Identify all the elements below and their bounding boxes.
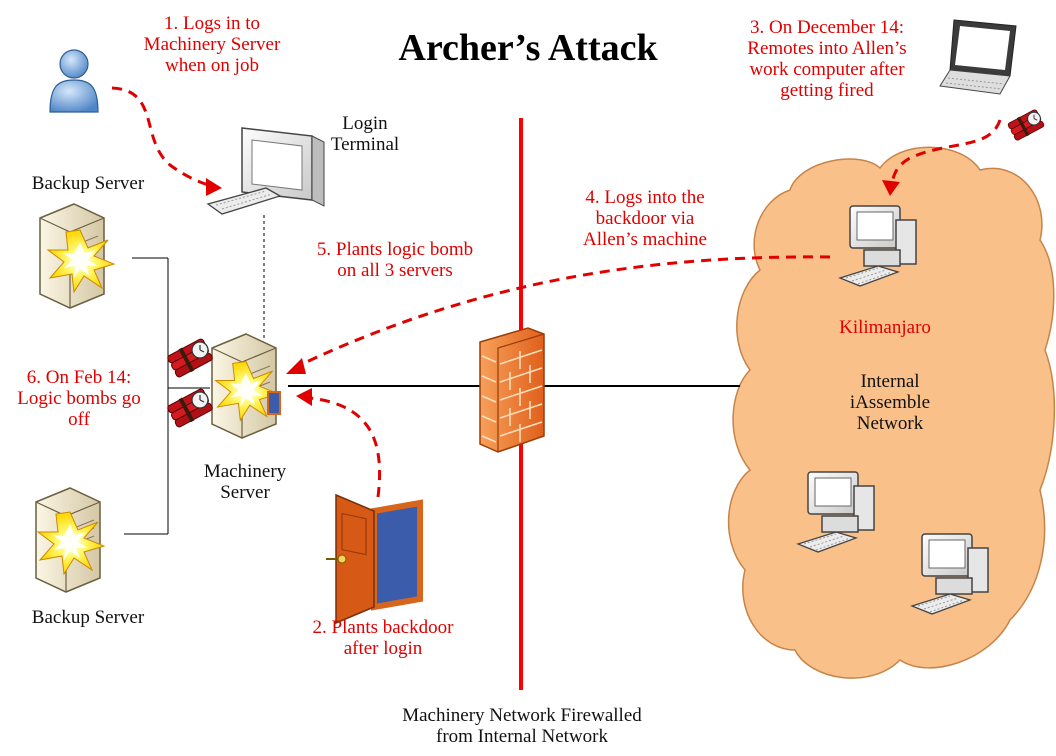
step-5-annotation: 5. Plants logic bomb on all 3 servers (300, 239, 490, 282)
internal-network-label-line-2: iAssemble (849, 391, 931, 413)
person-icon (49, 49, 99, 113)
step-2-line-2: after login (343, 637, 423, 659)
kilimanjaro-label: Kilimanjaro (839, 317, 931, 338)
step-2-line-1: 2. Plants backdoor (312, 617, 454, 638)
arrow-step-1 (111, 86, 213, 188)
arrow-step-4-5 (299, 255, 831, 367)
computer-terminal-icon (206, 127, 325, 215)
step-6-line-2: Logic bombs go (17, 387, 141, 409)
internal-network-label-line-1: Internal (860, 371, 920, 392)
login-terminal-label-line-2: Terminal (330, 133, 400, 155)
step-1-line-1: 1. Logs in to (163, 13, 261, 34)
arrowhead-step-5 (286, 358, 306, 374)
step-4-line-2: backdoor via (595, 207, 695, 229)
firewall-caption: Machinery Network Firewalled from Intern… (362, 705, 682, 748)
arrow-step-3 (890, 119, 1002, 185)
internal-network-label-line-3: Network (856, 412, 924, 434)
door-icon (326, 493, 423, 625)
machinery-server-label-line-1: Machinery (203, 461, 287, 482)
arrowhead-step-1 (206, 178, 222, 196)
step-3-line-3: work computer after (749, 58, 905, 80)
machinery-server-label: Machinery Server (192, 461, 298, 504)
step-1-annotation: 1. Logs in to Machinery Server when on j… (124, 13, 300, 77)
step-6-line-3: off (68, 408, 90, 430)
arrow-step-2 (309, 396, 382, 498)
firewall-caption-line-1: Machinery Network Firewalled (402, 705, 642, 726)
brick-firewall-icon (479, 327, 545, 453)
step-4-line-1: 4. Logs into the (585, 187, 705, 208)
backup-server-bottom-label: Backup Server (31, 607, 145, 628)
firewall-caption-line-2: from Internal Network (436, 725, 608, 747)
internal-network-label: Internal iAssemble Network (830, 371, 950, 435)
login-terminal-label: Login Terminal (315, 113, 415, 156)
step-4-line-3: Allen’s machine (583, 228, 707, 250)
step-6-annotation: 6. On Feb 14: Logic bombs go off (4, 367, 154, 431)
dynamite-bomb-icon (165, 336, 215, 380)
step-3-annotation: 3. On December 14: Remotes into Allen’s … (720, 17, 934, 102)
dynamite-bomb-icon (1006, 107, 1046, 143)
step-1-line-3: when on job (165, 54, 259, 76)
step-1-line-2: Machinery Server (143, 33, 281, 55)
arrowhead-step-2 (296, 388, 312, 406)
dynamite-bomb-icon (165, 386, 215, 430)
step-6-line-1: 6. On Feb 14: (26, 367, 132, 388)
login-terminal-label-line-1: Login (342, 113, 388, 134)
laptop-icon (939, 19, 1017, 95)
diagram-title: Archer’s Attack (398, 27, 658, 69)
step-5-line-2: on all 3 servers (337, 259, 453, 281)
step-3-line-2: Remotes into Allen’s (747, 37, 907, 59)
arrowhead-step-3 (882, 180, 900, 196)
machinery-server-label-line-2: Server (220, 481, 270, 503)
backup-server-top-label: Backup Server (31, 173, 145, 194)
step-3-line-4: getting fired (780, 79, 874, 101)
step-5-line-1: 5. Plants logic bomb (316, 239, 474, 260)
backdoor-marker (267, 391, 281, 415)
step-2-annotation: 2. Plants backdoor after login (292, 617, 474, 660)
step-3-line-1: 3. On December 14: (749, 17, 905, 38)
step-4-annotation: 4. Logs into the backdoor via Allen’s ma… (560, 187, 730, 251)
